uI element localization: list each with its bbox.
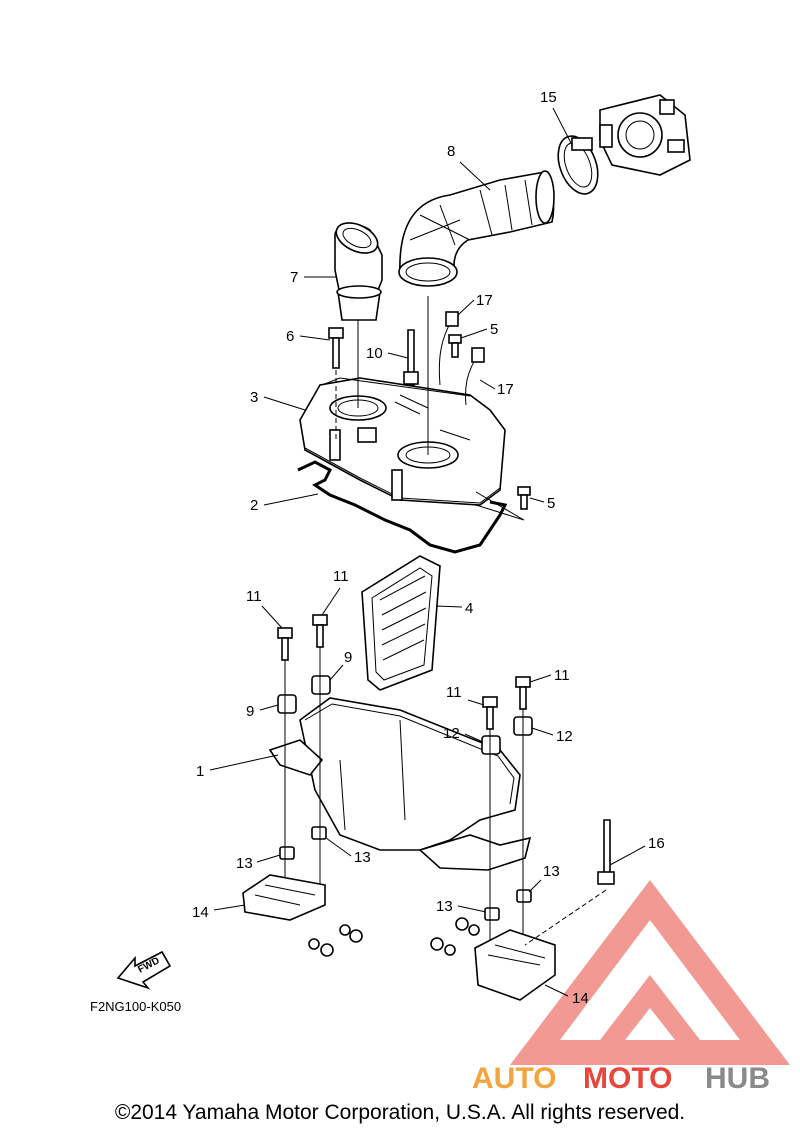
callout-11-b: 11 <box>246 588 262 605</box>
part-6-bolt <box>328 327 344 369</box>
callout-5-upper: 5 <box>490 321 498 338</box>
callout-12-a: 12 <box>443 725 460 742</box>
watermark-hub: HUB <box>705 1062 770 1095</box>
callout-13-b: 13 <box>236 855 253 872</box>
grommets-9-12 <box>277 675 533 755</box>
callout-9-a: 9 <box>344 649 352 666</box>
part-17-hose <box>438 311 485 406</box>
part-16-band <box>597 819 615 885</box>
part-8-intake-duct <box>398 170 555 287</box>
callout-8: 8 <box>447 143 455 160</box>
callout-2: 2 <box>250 497 258 514</box>
callout-12-b: 12 <box>556 728 573 745</box>
part-15-hose-clamp <box>557 135 599 195</box>
part-4-filter-element <box>361 555 441 691</box>
bolts-11 <box>277 614 531 730</box>
callout-10: 10 <box>366 345 383 362</box>
callout-11-c: 11 <box>554 667 570 684</box>
part-10-band <box>403 329 419 386</box>
callout-13-d: 13 <box>436 898 453 915</box>
callout-11-d: 11 <box>446 684 462 701</box>
diagram-code: F2NG100-K050 <box>90 999 181 1014</box>
part-3-case-cover <box>299 377 506 506</box>
callout-5-lower: 5 <box>547 495 555 512</box>
callout-13-a: 13 <box>354 849 371 866</box>
watermark-logo <box>510 880 790 1065</box>
callout-15: 15 <box>540 89 557 106</box>
collars-13 <box>279 826 532 921</box>
callout-7: 7 <box>290 269 298 286</box>
part-7-joint <box>334 222 383 321</box>
part-14-bracket-left <box>242 874 326 921</box>
callout-14-b: 14 <box>572 990 589 1007</box>
callout-17-lower: 17 <box>497 381 514 398</box>
callout-11-a: 11 <box>333 568 349 585</box>
watermark-moto: MOTO <box>583 1062 672 1095</box>
callout-9-b: 9 <box>246 703 254 720</box>
callout-14-a: 14 <box>192 904 209 921</box>
callout-6: 6 <box>286 328 294 345</box>
part-2-gasket <box>297 460 508 554</box>
callout-4: 4 <box>465 600 473 617</box>
callout-1: 1 <box>196 763 204 780</box>
fwd-arrow-icon: FWD <box>116 950 172 990</box>
part-5-bolt-upper <box>448 334 462 358</box>
callout-3: 3 <box>250 389 258 406</box>
nuts-washers <box>308 917 480 957</box>
part-5-bolt-lower <box>517 486 531 510</box>
watermark-auto: AUTO <box>472 1062 556 1095</box>
callout-17-upper: 17 <box>476 292 493 309</box>
callout-16: 16 <box>648 835 665 852</box>
copyright-notice: ©2014 Yamaha Motor Corporation, U.S.A. A… <box>114 1101 686 1124</box>
throttle-body <box>599 94 691 176</box>
part-1-filter-case <box>268 697 532 871</box>
callout-13-c: 13 <box>543 863 560 880</box>
part-14-bracket-right <box>474 929 556 1001</box>
watermark-text: AUTO MOTO HUB <box>472 1062 770 1095</box>
callouts: 15 8 7 17 6 5 10 17 3 2 5 11 11 4 9 11 1… <box>192 89 665 1007</box>
